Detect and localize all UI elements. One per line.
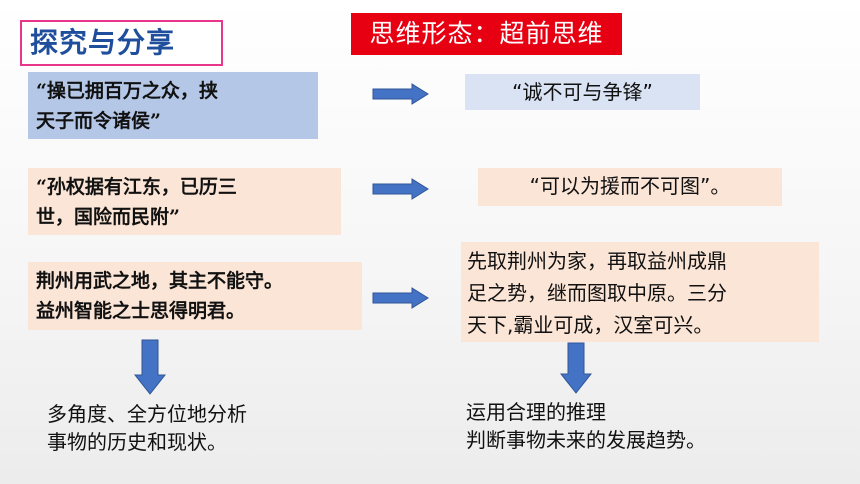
answer-box-1: “诚不可与争锋”: [465, 74, 700, 110]
quote-box-sun-quan: “孙权据有江东，已历三 世，国险而民附”: [28, 168, 341, 235]
quote-line: 世，国险而民附”: [36, 206, 180, 228]
quote-box-cao-cao: “操已拥百万之众，挟 天子而令诸侯”: [28, 72, 318, 139]
quote-box-jingzhou: 荆州用武之地，其主不能守。 益州智能之士思得明君。: [28, 262, 362, 330]
down-arrow-icon: [560, 342, 592, 394]
conclusion-line: 多角度、全方位地分析: [47, 402, 247, 426]
answer-line: 天下,霸业可成，汉室可兴。: [467, 313, 714, 337]
down-arrow-icon: [134, 339, 166, 395]
quote-line: “操已拥百万之众，挟: [36, 80, 218, 102]
answer-line: 先取荆州为家，再取益州成鼎: [467, 249, 727, 273]
quote-line: 益州智能之士思得明君。: [36, 300, 246, 322]
conclusion-history: 多角度、全方位地分析 事物的历史和现状。: [47, 400, 347, 456]
conclusion-line: 事物的历史和现状。: [47, 430, 227, 454]
mindset-banner: 思维形态：超前思维: [351, 13, 622, 55]
answer-line: 足之势，继而图取中原。三分: [467, 281, 727, 305]
conclusion-line: 运用合理的推理: [466, 400, 606, 424]
quote-line: “孙权据有江东，已历三: [36, 176, 237, 198]
conclusion-line: 判断事物未来的发展趋势。: [466, 428, 706, 452]
answer-box-3: 先取荆州为家，再取益州成鼎 足之势，继而图取中原。三分 天下,霸业可成，汉室可兴…: [461, 242, 819, 342]
page-title: 探究与分享: [20, 20, 223, 66]
right-arrow-icon: [372, 83, 429, 105]
answer-box-2: “可以为援而不可图”。: [478, 168, 782, 206]
right-arrow-icon: [372, 287, 429, 309]
quote-line: 天子而令诸侯”: [36, 110, 161, 132]
right-arrow-icon: [372, 178, 429, 200]
conclusion-future: 运用合理的推理 判断事物未来的发展趋势。: [466, 398, 786, 454]
quote-line: 荆州用武之地，其主不能守。: [36, 270, 284, 292]
